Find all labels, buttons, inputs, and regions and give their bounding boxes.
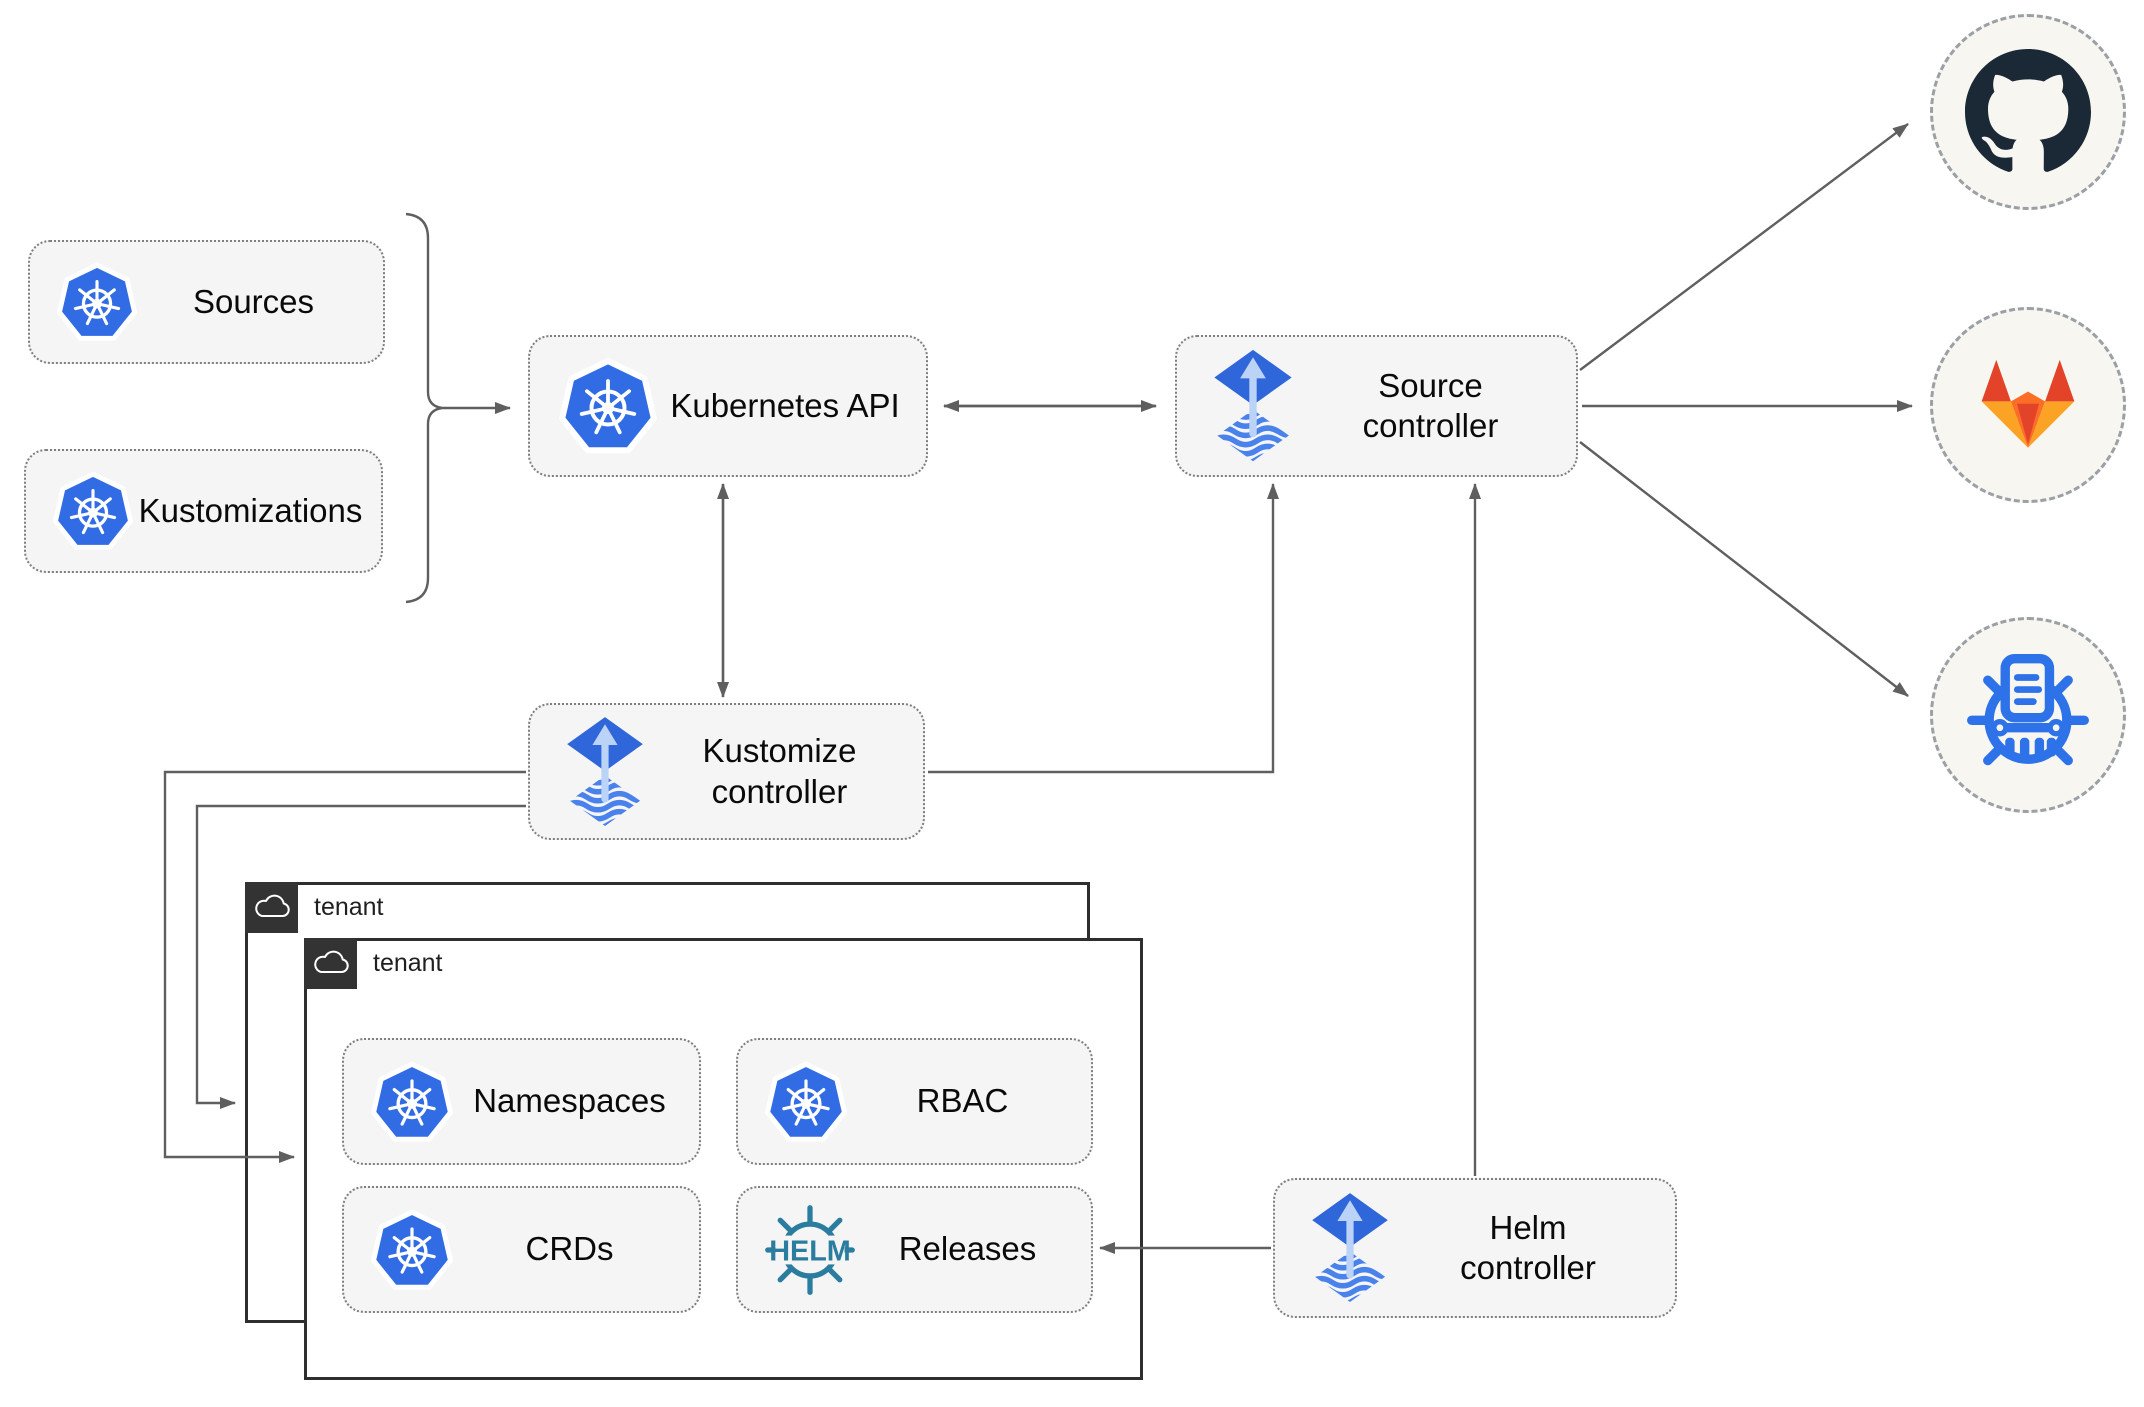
cloud-icon: [313, 950, 349, 973]
kubernetes-icon: [52, 470, 134, 552]
flux-icon: [560, 711, 650, 833]
crds-node: CRDs: [342, 1186, 701, 1313]
namespaces-node: Namespaces: [342, 1038, 701, 1165]
cloud-icon: [254, 894, 290, 917]
tenant-tab: [245, 882, 298, 933]
rbac-label: RBAC: [916, 1082, 1009, 1120]
helm-controller-label: Helm controller: [1460, 1208, 1596, 1286]
helm-icon: [762, 1202, 858, 1298]
tenant-label: tenant: [314, 893, 384, 921]
edge-kustomize-to-source: [928, 483, 1279, 774]
source-controller-node: Source controller: [1175, 335, 1578, 477]
git-repository-gitlab: [1930, 307, 2126, 503]
sources-label: Sources: [192, 282, 315, 320]
edge-source-to-github: [1579, 123, 1909, 371]
kustomize-controller-label: Kustomize controller: [702, 732, 857, 810]
github-icon: [1965, 49, 2091, 172]
releases-label: Releases: [898, 1230, 1037, 1268]
tenant-group-front: tenant Namespaces RBAC CRDs Releases: [304, 938, 1143, 1380]
helm-controller-node: Helm controller: [1273, 1178, 1677, 1318]
flux-icon: [1305, 1187, 1395, 1309]
crds-label: CRDs: [525, 1230, 614, 1268]
tenant-label: tenant: [373, 949, 443, 977]
git-repository-github: [1930, 14, 2126, 210]
tenant-tab: [304, 938, 357, 989]
source-controller-label: Source controller: [1362, 366, 1499, 444]
rbac-node: RBAC: [736, 1038, 1093, 1165]
gitlab-icon: [1981, 359, 2075, 448]
kustomizations-label: Kustomizations: [138, 491, 363, 529]
namespaces-label: Namespaces: [473, 1082, 666, 1120]
kustomize-controller-node: Kustomize controller: [528, 703, 925, 840]
chartmuseum-icon: [1961, 648, 2095, 782]
kustomizations-node: Kustomizations: [24, 449, 383, 573]
kubernetes-icon: [764, 1060, 848, 1144]
releases-node: Releases: [736, 1186, 1093, 1313]
kubernetes-api-node: Kubernetes API: [528, 335, 928, 477]
brace-sources-group: [405, 212, 443, 604]
helm-repository-chartmuseum: [1930, 617, 2126, 813]
kubernetes-api-label: Kubernetes API: [670, 386, 900, 424]
flux-icon: [1207, 344, 1299, 468]
edge-source-to-chartmuseum: [1579, 441, 1909, 697]
kubernetes-icon: [558, 356, 658, 456]
sources-node: Sources: [28, 240, 385, 364]
kubernetes-icon: [370, 1208, 454, 1292]
kubernetes-icon: [370, 1060, 454, 1144]
kubernetes-icon: [56, 261, 138, 343]
